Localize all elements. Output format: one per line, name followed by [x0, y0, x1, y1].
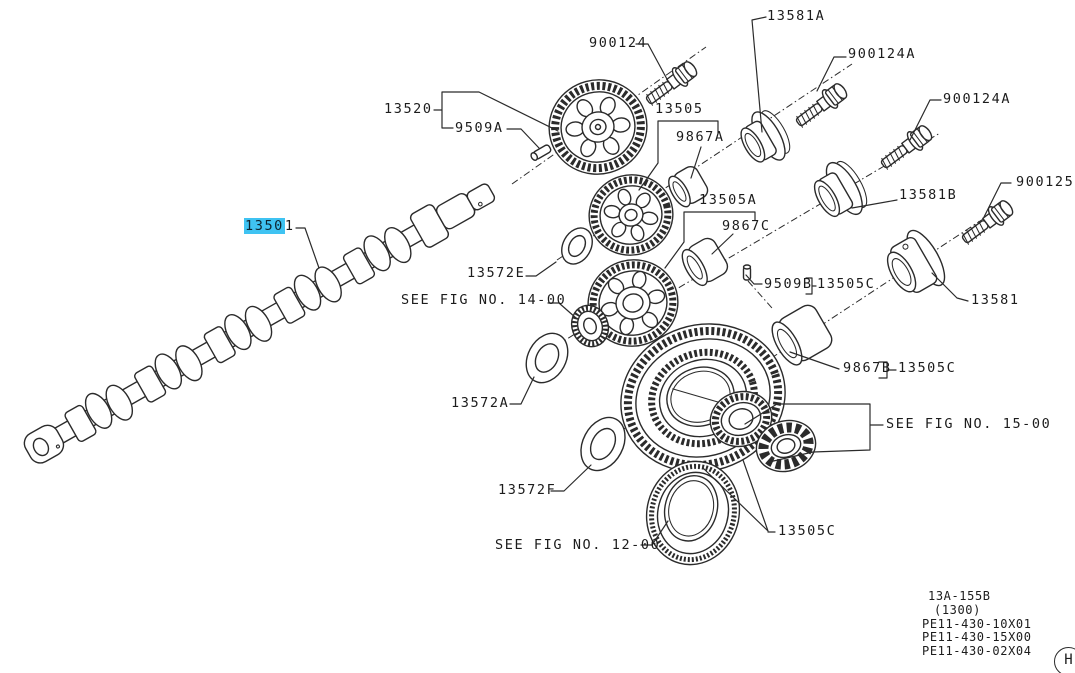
- part-label-900125[interactable]: 900125: [1016, 174, 1075, 190]
- pin-9509A: [530, 144, 552, 161]
- part-label-9867C[interactable]: 9867C: [722, 218, 771, 234]
- part-label-13572A[interactable]: 13572A: [451, 395, 510, 411]
- leader-13505C-bottom: [702, 459, 776, 533]
- leader-9509A: [506, 128, 540, 149]
- part-ref-line: PE11-430-10X01: [922, 616, 1032, 631]
- trailing-digit: 1: [284, 218, 295, 234]
- see-fig-note-14-00[interactable]: SEE FIG NO. 14-00: [401, 292, 567, 308]
- highlighted-digits: 1350: [244, 218, 285, 234]
- part-label-13572E[interactable]: 13572E: [467, 265, 526, 281]
- bracket-9509B-13505C: [805, 277, 817, 295]
- part-label-13581[interactable]: 13581: [971, 292, 1020, 308]
- part-label-13505A[interactable]: 13505A: [699, 192, 758, 208]
- part-label-13505C-2[interactable]: 13505C: [898, 360, 957, 376]
- part-label-13581A[interactable]: 13581A: [767, 8, 826, 24]
- leader-see-fig-14: [547, 302, 577, 319]
- washer-13572A: [525, 332, 569, 384]
- leader-900124A-2: [909, 99, 942, 141]
- leader-13572A: [509, 376, 535, 405]
- part-label-9509A[interactable]: 9509A: [455, 120, 504, 136]
- part-label-13505C-1[interactable]: 13505C: [817, 276, 876, 292]
- bracket-9867B-13505C: [878, 361, 897, 379]
- leader-13501: [295, 227, 320, 269]
- leader-13520-bracket: [433, 91, 559, 132]
- bolt-900125: [961, 200, 1014, 245]
- bushing-9867A: [668, 166, 709, 208]
- leader-13505A-bracket: [664, 211, 756, 269]
- part-label-13505[interactable]: 13505: [655, 101, 704, 117]
- bushing-9867B: [771, 304, 833, 366]
- leader-13581A: [751, 16, 767, 133]
- part-label-900124A-1[interactable]: 900124A: [848, 46, 917, 62]
- leader-9867C: [711, 233, 734, 255]
- leader-9867A: [690, 146, 702, 179]
- figure-variant: (1300): [934, 602, 981, 617]
- gear-coarse-small: [755, 419, 817, 473]
- part-label-9867A[interactable]: 9867A: [676, 129, 725, 145]
- leader-see-fig-12: [640, 520, 669, 546]
- part-label-13505C-3[interactable]: 13505C: [778, 523, 837, 539]
- leader-9509B: [745, 274, 763, 285]
- washer-13572F: [580, 416, 626, 472]
- figure-code-block: 13A-155B (1300) PE11-430-10X01 PE11-430-…: [922, 589, 1032, 659]
- camshaft-drawing: [23, 183, 496, 464]
- leader-9867B: [789, 351, 840, 370]
- leader-900125: [983, 182, 1012, 218]
- leader-lines: [295, 16, 1012, 546]
- part-label-13520[interactable]: 13520: [384, 101, 433, 117]
- part-label-900124[interactable]: 900124: [589, 35, 648, 51]
- figure-code: 13A-155B: [928, 589, 991, 603]
- leader-see-fig-15-bracket: [744, 403, 884, 463]
- see-fig-note-15-00[interactable]: SEE FIG NO. 15-00: [886, 416, 1052, 432]
- gear-camshaft-sprocket: [548, 79, 648, 175]
- part-label-9509B[interactable]: 9509B: [764, 276, 813, 292]
- gear-bottom: [645, 460, 741, 566]
- bolt-900124A-1: [795, 83, 848, 128]
- part-label-9867B[interactable]: 9867B: [843, 360, 892, 376]
- bolt-900124A-2: [880, 125, 933, 170]
- part-label-900124A-2[interactable]: 900124A: [943, 91, 1012, 107]
- leader-13572F: [550, 464, 592, 492]
- leader-13581: [931, 272, 969, 302]
- leader-900124: [635, 43, 669, 82]
- leader-900124A-1: [816, 56, 847, 92]
- gear-idler-upper: [588, 174, 674, 256]
- cap-13581A: [740, 110, 791, 163]
- part-label-13572F[interactable]: 13572F: [498, 482, 557, 498]
- body-13581: [886, 229, 946, 294]
- page-marker-circle: H: [1054, 647, 1075, 673]
- see-fig-note-12-00[interactable]: SEE FIG NO. 12-00: [495, 537, 661, 553]
- part-ref-line: PE11-430-02X04: [922, 644, 1032, 659]
- leader-13505-bracket: [638, 120, 719, 191]
- bolt-900124: [645, 61, 698, 106]
- leader-13581B: [851, 199, 898, 209]
- leader-13572E: [525, 261, 557, 277]
- part-ref-line: PE11-430-15X00: [922, 630, 1032, 645]
- pin-9509B: [742, 264, 752, 281]
- cap-13581B: [813, 160, 868, 218]
- part-label-13581B[interactable]: 13581B: [899, 187, 958, 203]
- part-label-13501-selected[interactable]: 13501: [244, 218, 295, 234]
- washer-13572E: [561, 227, 593, 265]
- sprocket-small: [570, 304, 610, 348]
